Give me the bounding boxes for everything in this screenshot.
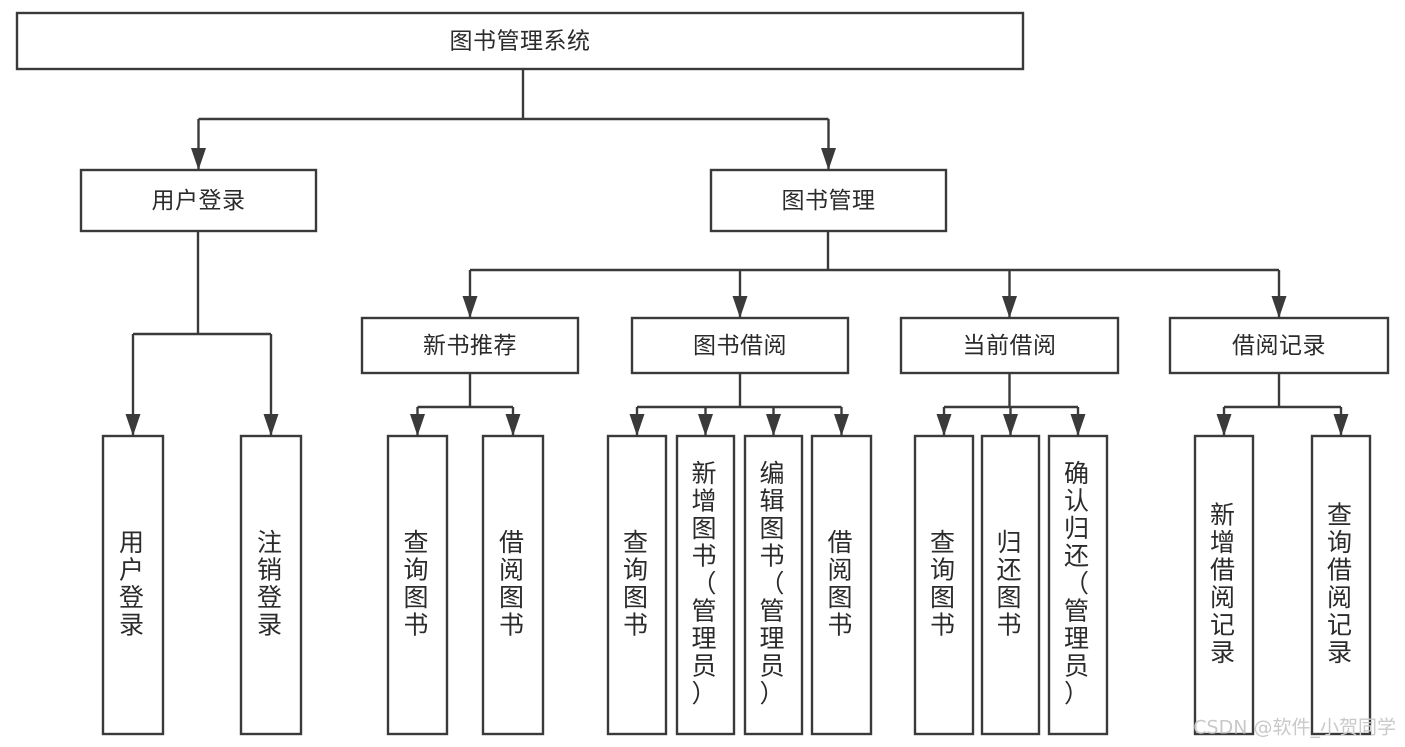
node-label-current-borrow: 当前借阅 bbox=[963, 333, 1057, 359]
node-leaf-edit-book[interactable]: 编辑图书（管理员） bbox=[743, 434, 804, 736]
node-box-book-borrow bbox=[630, 316, 850, 375]
node-leaf-borrow-book-rec[interactable]: 借阅图书 bbox=[481, 434, 545, 736]
node-label-user-login: 用户登录 bbox=[152, 188, 246, 214]
node-box-leaf-return-book bbox=[980, 434, 1041, 736]
node-box-leaf-add-book bbox=[675, 434, 736, 736]
arrow-head-icon-to-leaf-return-book bbox=[1003, 414, 1018, 436]
connector-layer bbox=[125, 69, 1349, 436]
arrow-head-icon-to-leaf-query-record bbox=[1333, 414, 1349, 436]
node-book-manage[interactable]: 图书管理 bbox=[709, 168, 948, 233]
arrow-head-icon-to-leaf-query-book-rec bbox=[410, 414, 425, 436]
arrow-head-icon-root-to-book-manage bbox=[821, 148, 836, 170]
node-box-leaf-query-record bbox=[1310, 434, 1372, 736]
node-label-leaf-edit-book: 编辑图书（管理员） bbox=[759, 459, 787, 708]
node-box-leaf-borrow-book bbox=[810, 434, 873, 736]
node-layer: 图书管理系统用户登录图书管理新书推荐图书借阅当前借阅借阅记录用户登录注销登录查询… bbox=[15, 11, 1390, 736]
node-root[interactable]: 图书管理系统 bbox=[15, 11, 1025, 71]
node-user-login[interactable]: 用户登录 bbox=[79, 168, 318, 233]
node-label-leaf-user-login: 用户登录 bbox=[119, 528, 147, 640]
node-box-leaf-user-login bbox=[101, 434, 165, 736]
node-current-borrow[interactable]: 当前借阅 bbox=[899, 316, 1120, 375]
arrow-head-icon-to-leaf-add-book bbox=[698, 414, 713, 436]
node-leaf-confirm-return[interactable]: 确认归还（管理员） bbox=[1047, 434, 1109, 736]
node-box-leaf-query-book-rec bbox=[386, 434, 449, 736]
node-label-borrow-record: 借阅记录 bbox=[1232, 333, 1326, 359]
node-label-root: 图书管理系统 bbox=[450, 29, 591, 55]
node-leaf-query-record[interactable]: 查询借阅记录 bbox=[1310, 434, 1372, 736]
node-borrow-record[interactable]: 借阅记录 bbox=[1168, 316, 1390, 375]
arrow-head-icon-to-leaf-borrow-book-rec bbox=[505, 414, 521, 436]
csdn-watermark: CSDN @软件_小贺同学 bbox=[1193, 717, 1396, 739]
node-box-book-manage bbox=[709, 168, 948, 233]
node-label-book-manage: 图书管理 bbox=[782, 188, 876, 214]
node-box-borrow-record bbox=[1168, 316, 1390, 375]
node-new-book-rec[interactable]: 新书推荐 bbox=[360, 316, 580, 375]
arrow-head-icon-to-leaf-confirm-return bbox=[1070, 414, 1086, 436]
node-label-leaf-user-logout: 注销登录 bbox=[257, 528, 285, 640]
node-box-leaf-user-logout bbox=[239, 434, 303, 736]
node-leaf-borrow-book[interactable]: 借阅图书 bbox=[810, 434, 873, 736]
node-box-root bbox=[15, 11, 1025, 71]
node-leaf-user-login[interactable]: 用户登录 bbox=[101, 434, 165, 736]
node-box-leaf-borrow-book-rec bbox=[481, 434, 545, 736]
arrow-head-icon-root-to-user-login bbox=[191, 148, 206, 170]
arrow-head-icon-to-leaf-edit-book bbox=[766, 414, 781, 436]
node-box-current-borrow bbox=[899, 316, 1120, 375]
arrow-head-icon-to-book-borrow bbox=[732, 296, 748, 318]
node-label-leaf-add-record: 新增借阅记录 bbox=[1210, 500, 1238, 667]
node-box-leaf-query-book-borrow bbox=[606, 434, 668, 736]
node-box-leaf-edit-book bbox=[743, 434, 804, 736]
node-label-leaf-return-book: 归还图书 bbox=[996, 528, 1024, 640]
arrow-head-icon-to-leaf-borrow-book bbox=[834, 414, 849, 436]
node-label-new-book-rec: 新书推荐 bbox=[423, 333, 517, 359]
node-label-leaf-add-book: 新增图书（管理员） bbox=[691, 459, 719, 708]
node-box-leaf-query-book-cur bbox=[913, 434, 975, 736]
node-label-leaf-query-book-borrow: 查询图书 bbox=[623, 528, 651, 640]
node-label-book-borrow: 图书借阅 bbox=[693, 333, 787, 359]
node-leaf-query-book-rec[interactable]: 查询图书 bbox=[386, 434, 449, 736]
node-leaf-query-book-borrow[interactable]: 查询图书 bbox=[606, 434, 668, 736]
node-label-leaf-query-book-rec: 查询图书 bbox=[403, 528, 431, 640]
node-box-new-book-rec bbox=[360, 316, 580, 375]
arrow-head-icon-to-leaf-add-record bbox=[1216, 414, 1232, 436]
node-leaf-return-book[interactable]: 归还图书 bbox=[980, 434, 1041, 736]
arrow-head-icon-to-leaf-query-book-cur bbox=[936, 414, 952, 436]
node-leaf-query-book-cur[interactable]: 查询图书 bbox=[913, 434, 975, 736]
node-leaf-add-book[interactable]: 新增图书（管理员） bbox=[675, 434, 736, 736]
node-label-leaf-borrow-book-rec: 借阅图书 bbox=[499, 528, 527, 640]
arrow-head-icon-to-new-book-rec bbox=[462, 296, 478, 318]
arrow-head-icon-to-leaf-query-book-borrow bbox=[629, 414, 645, 436]
node-label-leaf-query-book-cur: 查询图书 bbox=[930, 528, 958, 640]
arrow-head-icon-to-leaf-user-logout bbox=[263, 414, 279, 436]
node-box-leaf-add-record bbox=[1193, 434, 1255, 736]
node-book-borrow[interactable]: 图书借阅 bbox=[630, 316, 850, 375]
node-label-leaf-confirm-return: 确认归还（管理员） bbox=[1064, 459, 1092, 708]
node-box-user-login bbox=[79, 168, 318, 233]
node-label-leaf-query-record: 查询借阅记录 bbox=[1327, 500, 1355, 667]
node-box-leaf-confirm-return bbox=[1047, 434, 1109, 736]
arrow-head-icon-to-current-borrow bbox=[1002, 296, 1017, 318]
arrow-head-icon-to-leaf-user-login bbox=[125, 414, 141, 436]
node-leaf-add-record[interactable]: 新增借阅记录 bbox=[1193, 434, 1255, 736]
arrow-head-icon-to-borrow-record bbox=[1271, 296, 1287, 318]
node-leaf-user-logout[interactable]: 注销登录 bbox=[239, 434, 303, 736]
node-label-leaf-borrow-book: 借阅图书 bbox=[827, 528, 855, 640]
